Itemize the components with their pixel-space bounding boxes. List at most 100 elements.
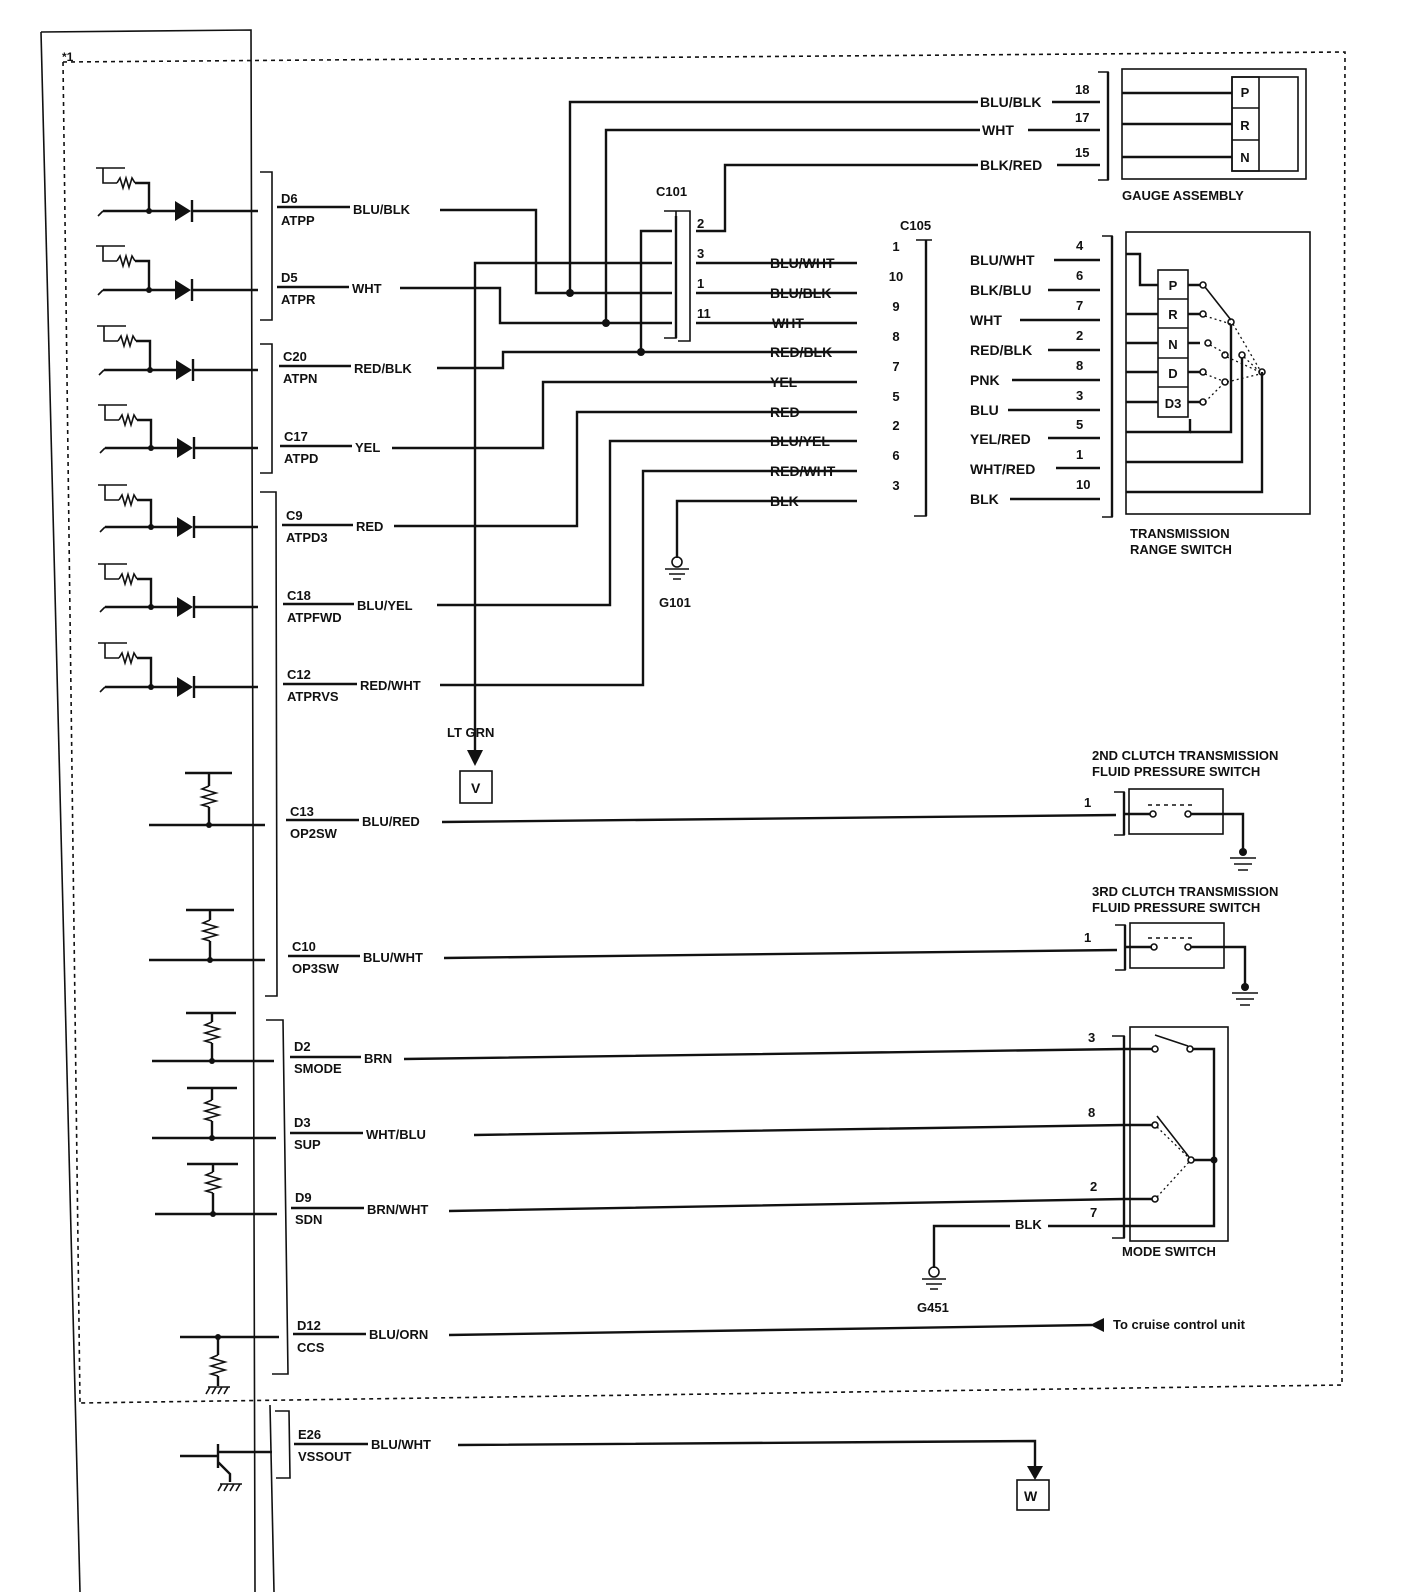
pin-number: C20 <box>283 349 307 364</box>
c105-right-pin: 10 <box>1076 477 1090 492</box>
pin-wire-color: BLU/YEL <box>357 598 413 613</box>
op3-pressure-switch: 3RD CLUTCH TRANSMISSION FLUID PRESSURE S… <box>443 884 1278 1006</box>
lt-grn-label: LT GRN <box>447 725 494 740</box>
c105-right-wire: RED/BLK <box>970 342 1032 358</box>
c105-left-wire: BLK <box>770 493 799 509</box>
pin-signal: CCS <box>297 1340 325 1355</box>
resistor-inputs <box>149 771 279 1492</box>
pin-signal: VSSOUT <box>298 1449 352 1464</box>
pin-signal: ATPN <box>283 371 317 386</box>
c105-right-wire: BLK <box>970 491 999 507</box>
c105-left-pin: 3 <box>892 478 899 493</box>
pin-signal: ATPR <box>281 292 316 307</box>
mode-pin-8: 8 <box>1088 1105 1095 1120</box>
pin-signal: ATPD <box>284 451 318 466</box>
range-position-n: N <box>1168 337 1177 352</box>
g101-label: G101 <box>659 595 691 610</box>
c105-left-wire: RED <box>770 404 800 420</box>
pin-signal: ATPD3 <box>286 530 328 545</box>
gauge-wire: BLU/BLK <box>980 94 1041 110</box>
c105-right-pin: 3 <box>1076 388 1083 403</box>
gauge-wire: BLK/RED <box>980 157 1042 173</box>
c101-wire: BLU/WHT <box>770 255 835 271</box>
mode-switch: G451 BLK 3 8 2 7 MODE SWITCH <box>403 1026 1229 1315</box>
pin-wire-color: BLU/WHT <box>363 950 423 965</box>
gauge-pin: 15 <box>1075 145 1089 160</box>
pin-number: D12 <box>297 1318 321 1333</box>
pin-wire-color: BRN <box>364 1051 392 1066</box>
range-position-p: P <box>1169 278 1178 293</box>
diode-circuit <box>98 484 258 538</box>
gauge-indicator-p: P <box>1241 85 1250 100</box>
pin-number: C17 <box>284 429 308 444</box>
pin-wire-color: RED/BLK <box>354 361 412 376</box>
mode-pin-2: 2 <box>1090 1179 1097 1194</box>
pin-number: E26 <box>298 1427 321 1442</box>
pcm-pin-labels: D6ATPPBLU/BLKD5ATPRWHTC20ATPNRED/BLKC17A… <box>277 191 431 1464</box>
c101-wire: WHT <box>772 315 804 331</box>
pin-signal: ATPFWD <box>287 610 342 625</box>
c105-right-pin: 1 <box>1076 447 1083 462</box>
diode-circuit <box>98 642 258 698</box>
range-position-r: R <box>1168 307 1178 322</box>
c105-right-wire: YEL/RED <box>970 431 1031 447</box>
c105-right-wire: PNK <box>970 372 1000 388</box>
op3-title-1: 3RD CLUTCH TRANSMISSION <box>1092 884 1278 899</box>
connector-pin-labels: 23111BLU/WHTBLU/BLKWHT11098RED/BLK7YEL5R… <box>697 82 1250 509</box>
gauge-title: GAUGE ASSEMBLY <box>1122 188 1244 203</box>
c101-pin-11: 11 <box>697 306 711 321</box>
range-position-d: D <box>1168 366 1177 381</box>
gauge-wire: WHT <box>982 122 1014 138</box>
cruise-control-link: To cruise control unit <box>448 1317 1246 1337</box>
gauge-indicator-n: N <box>1240 150 1249 165</box>
op3-pin: 1 <box>1084 930 1091 945</box>
pin-signal: SMODE <box>294 1061 342 1076</box>
pin-wire-color: BLU/RED <box>362 814 420 829</box>
g451-label: G451 <box>917 1300 949 1315</box>
op2-title-1: 2ND CLUTCH TRANSMISSION <box>1092 748 1278 763</box>
pin-wire-color: WHT <box>352 281 382 296</box>
cruise-label: To cruise control unit <box>1113 1317 1246 1332</box>
c105-left-pin: 6 <box>892 448 899 463</box>
pin-signal: OP2SW <box>290 826 338 841</box>
gauge-indicator-r: R <box>1240 118 1250 133</box>
c105-right-pin: 4 <box>1076 238 1084 253</box>
range-position-d3: D3 <box>1165 396 1182 411</box>
c105-left-pin: 10 <box>889 269 903 284</box>
c105-left-wire: YEL <box>770 374 798 390</box>
pin-number: C13 <box>290 804 314 819</box>
gauge-assembly: GAUGE ASSEMBLY <box>1098 68 1307 203</box>
c105-right-wire: BLK/BLU <box>970 282 1031 298</box>
pin-signal: ATPP <box>281 213 315 228</box>
c105-left-wire: RED/WHT <box>770 463 836 479</box>
gauge-pin: 18 <box>1075 82 1089 97</box>
pin-number: C18 <box>287 588 311 603</box>
c105-left-wire: RED/BLK <box>770 344 832 360</box>
c105-right-wire: WHT <box>970 312 1002 328</box>
c105-right-pin: 8 <box>1076 358 1083 373</box>
c101-label: C101 <box>656 184 687 199</box>
diode-circuit <box>96 245 258 301</box>
mode-pin-7: 7 <box>1090 1205 1097 1220</box>
c101-pin-2: 2 <box>697 216 704 231</box>
transmission-range-switch: TRANSMISSION RANGE SWITCH <box>1102 231 1311 557</box>
gauge-pin: 17 <box>1075 110 1089 125</box>
c105-left-pin: 7 <box>892 359 899 374</box>
c105-right-pin: 6 <box>1076 268 1083 283</box>
pin-number: D5 <box>281 270 298 285</box>
pin-wire-color: RED/WHT <box>360 678 421 693</box>
diode-circuit <box>98 404 258 459</box>
pin-wire-color: BLU/WHT <box>371 1437 431 1452</box>
c101-connector: C101 <box>656 184 691 342</box>
pin-number: D2 <box>294 1039 311 1054</box>
